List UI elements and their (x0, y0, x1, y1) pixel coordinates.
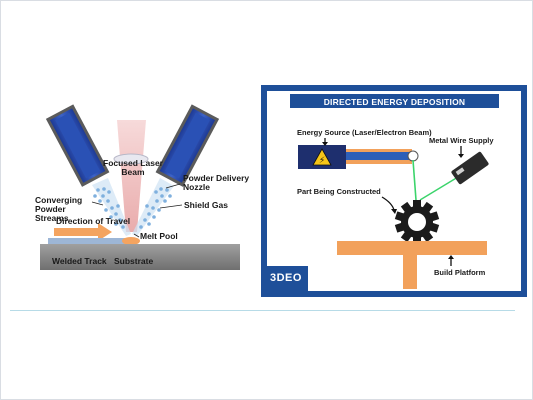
melt-pool (122, 237, 140, 245)
panel-title-bar (290, 94, 499, 108)
3deo-logo: 3DEO (270, 272, 302, 284)
substrate (40, 244, 240, 270)
powder-nozzle-right (155, 104, 220, 187)
label-metal-wire-supply: Metal Wire Supply (429, 136, 494, 145)
direction-of-travel-arrow (54, 223, 112, 241)
label-focused-laser-beam: Focused Laser Beam (103, 158, 163, 177)
panel-title: DIRECTED ENERGY DEPOSITION (323, 97, 466, 107)
label-direction-of-travel: Direction of Travel (56, 216, 131, 226)
svg-text:⚡: ⚡ (319, 156, 325, 166)
powder-particles (93, 187, 172, 229)
label-converging-powder-streams: Converging Powder Streams (35, 195, 83, 223)
label-melt-pool: Melt Pool (140, 231, 178, 241)
gear-part (394, 200, 440, 244)
metal-wire (419, 176, 459, 201)
laser-beam (117, 120, 146, 232)
label-substrate: Substrate (114, 256, 154, 266)
build-platform-post (403, 255, 417, 289)
wire-feeder (451, 151, 489, 185)
right-arrows (322, 138, 464, 266)
label-shield-gas: Shield Gas (184, 200, 228, 210)
focusing-lens (113, 153, 149, 165)
logo-block (264, 266, 308, 294)
label-welded-track: Welded Track (52, 256, 107, 266)
bottom-divider (10, 310, 515, 311)
laser-tip (407, 150, 419, 162)
welded-track (48, 238, 130, 244)
powder-nozzle-left (45, 104, 110, 187)
left-leader-lines (91, 183, 183, 238)
build-platform-top (337, 241, 487, 255)
panel-frame (261, 85, 527, 297)
warning-icon (312, 148, 332, 166)
label-powder-delivery-nozzle: Powder Delivery Nozzle (183, 173, 250, 192)
energy-beam (412, 159, 417, 201)
label-build-platform: Build Platform (434, 268, 486, 277)
label-part-being-constructed: Part Being Constructed (297, 187, 381, 196)
label-energy-source: Energy Source (Laser/Electron Beam) (297, 128, 432, 137)
